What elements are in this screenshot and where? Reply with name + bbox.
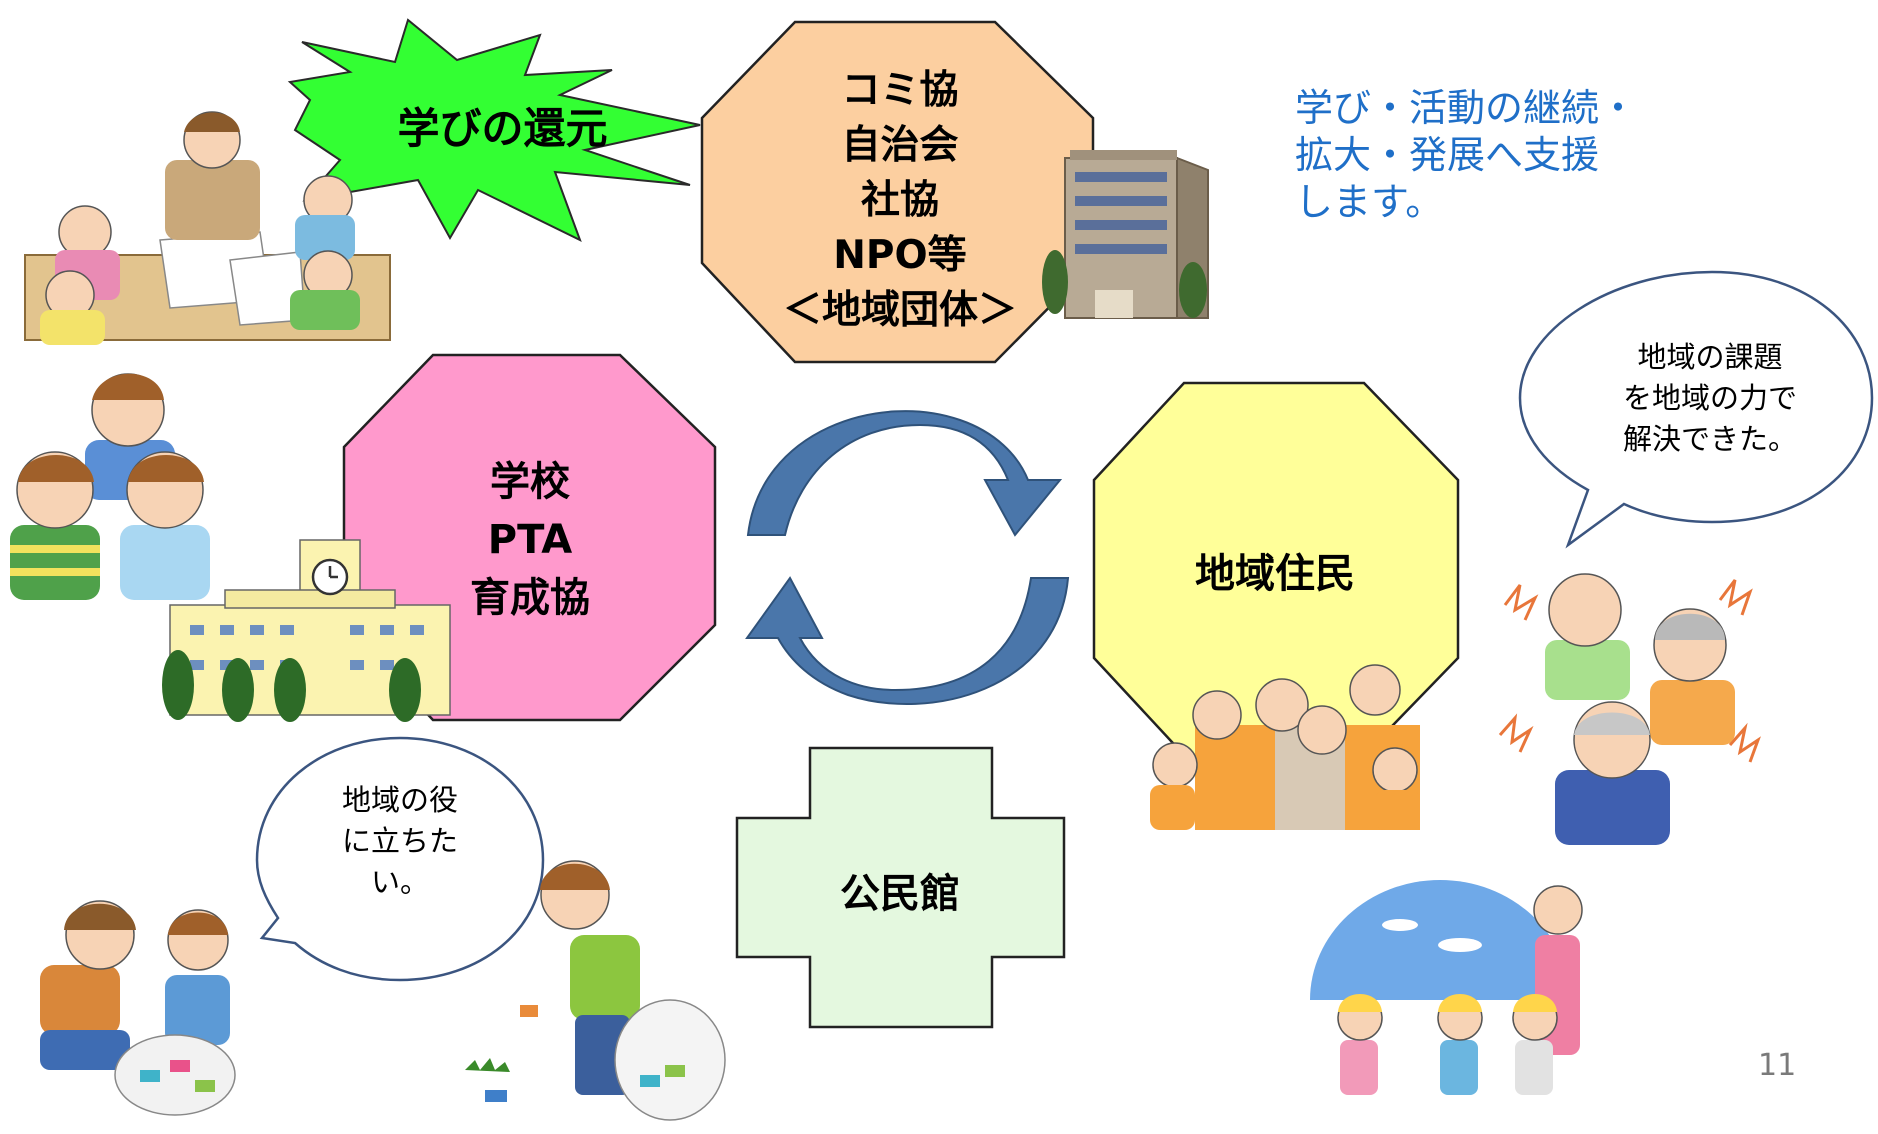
community-octagon (700, 20, 1095, 364)
cycle-arrow-bottom (745, 576, 1070, 706)
elderly-cheering-illustration (1498, 573, 1761, 845)
bubble-right-shape (1518, 270, 1874, 549)
can-collecting-illustration (40, 900, 236, 1116)
bubble-left-text: 地域の役 に立ちた い。 (341, 783, 458, 899)
cycle-arrow-top (746, 410, 1063, 537)
study-group-illustration (24, 111, 391, 345)
burst-shape (287, 18, 701, 242)
family-group-illustration (1150, 664, 1420, 830)
residents-label: 地域住民 (1195, 551, 1355, 597)
school-building-icon (162, 539, 451, 722)
kominkan-cross (735, 746, 1066, 1029)
community-label: コミ協 自治会 社協 NPO等 ＜地域団体＞ (782, 67, 1017, 333)
children-walking-illustration (1310, 880, 1583, 1125)
litter-pickup-illustration (465, 860, 726, 1121)
page-number: 11 (1758, 1048, 1797, 1083)
office-building-icon (1042, 150, 1209, 319)
support-note: 学び・活動の継続・ 拡大・発展へ支援 します。 (1295, 86, 1638, 224)
school-label: 学校 PTA 育成協 (470, 459, 590, 621)
bubble-left-shape (255, 736, 545, 982)
kominkan-label: 公民館 (840, 871, 960, 917)
cheering-children-illustration (10, 373, 210, 600)
burst-label: 学びの還元 (397, 103, 608, 153)
bubble-right-text: 地域の課題 を地域の力で 解決できた。 (1622, 340, 1797, 456)
